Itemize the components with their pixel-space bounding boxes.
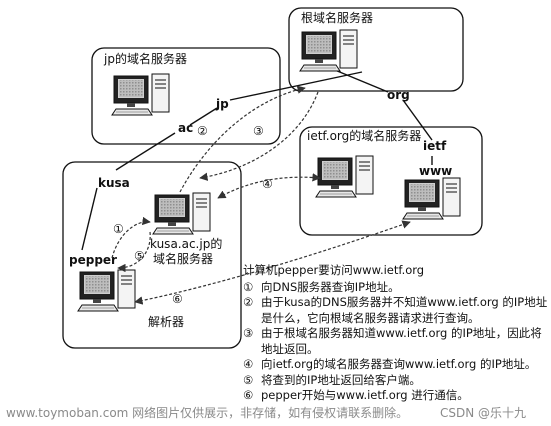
step-number: ④	[243, 357, 254, 371]
step-text: 由于kusa的DNS服务器并不知道www.ietf.org 的IP地址是什么，它…	[261, 295, 548, 325]
arrow-label-3: ③	[253, 124, 264, 138]
step-number: ②	[243, 295, 254, 309]
label-kusa: kusa	[98, 176, 130, 190]
label-org: org	[387, 88, 410, 102]
kusa-server-label-2: 域名服务器	[153, 251, 213, 266]
root-server-box	[288, 7, 464, 92]
watermark-left: www.toymoban.com 网络图片仅供展示，非存储，如有侵权请联系删除。	[6, 406, 409, 420]
step-list: 计算机pepper要访问www.ietf.org ① 向DNS服务器查询IP地址…	[243, 263, 548, 404]
step-text: 将查到的IP地址返回给客户端。	[261, 372, 421, 387]
root-server-computer-icon	[299, 29, 358, 72]
watermark-right: CSDN @乐十九	[440, 406, 527, 420]
ietf-server-computer-icon	[315, 155, 374, 198]
query-arrows	[111, 85, 411, 305]
root-server-label: 根域名服务器	[301, 10, 373, 25]
watermark: www.toymoban.com 网络图片仅供展示，非存储，如有侵权请联系删除。…	[6, 404, 551, 421]
arrow-label-6: ⑥	[172, 292, 183, 306]
www-server-computer-icon	[402, 177, 461, 220]
step-number: ①	[243, 279, 254, 294]
kusa-server-computer-icon	[152, 192, 211, 235]
www-label: www	[419, 164, 452, 178]
jp-server-computer-icon	[111, 73, 170, 116]
step-text: 向ietf.org的域名服务器查询www.ietf.org 的IP地址。	[261, 357, 537, 371]
step-text: 向DNS服务器查询IP地址。	[261, 279, 400, 294]
arrow-label-4: ④	[262, 177, 273, 191]
label-ietf: ietf	[423, 139, 447, 153]
step-number: ③	[243, 326, 254, 340]
step-text: 由于根域名服务器知道www.ietf.org 的IP地址，因此将地址返回。	[261, 326, 542, 356]
arrow-step-4	[217, 173, 321, 199]
arrow-label-2: ②	[197, 124, 208, 138]
step-item: ② 由于kusa的DNS服务器并不知道www.ietf.org 的IP地址是什么…	[243, 295, 548, 326]
arrow-step-3	[199, 91, 319, 181]
arrow-label-1: ①	[113, 222, 124, 236]
resolver-computer-icon	[77, 269, 136, 312]
resolver-label: 解析器	[148, 315, 184, 329]
label-jp: jp	[215, 97, 229, 111]
arrow-label-5: ⑤	[134, 249, 145, 263]
step-item: ⑤ 将查到的IP地址返回给客户端。	[243, 373, 548, 389]
step-number: ⑤	[243, 372, 254, 387]
step-item: ④ 向ietf.org的域名服务器查询www.ietf.org 的IP地址。	[243, 357, 548, 373]
label-pepper: pepper	[69, 253, 117, 267]
step-item: ③ 由于根域名服务器知道www.ietf.org 的IP地址，因此将地址返回。	[243, 326, 548, 357]
ietf-server-label: ietf.org的域名服务器	[307, 128, 421, 143]
step-text: pepper开始与www.ietf.org 进行通信。	[261, 388, 469, 402]
kusa-server-label-1: kusa.ac.jp的	[150, 236, 222, 251]
arrow-step-6	[134, 220, 411, 305]
arrow-step-2	[179, 85, 306, 193]
label-ac: ac	[178, 121, 193, 135]
step-number: ⑥	[243, 388, 254, 402]
steps-title: 计算机pepper要访问www.ietf.org	[243, 263, 425, 277]
step-item: ① 向DNS服务器查询IP地址。	[243, 280, 548, 296]
step-item: ⑥ pepper开始与www.ietf.org 进行通信。	[243, 388, 548, 404]
jp-server-label: jp的域名服务器	[103, 51, 187, 66]
